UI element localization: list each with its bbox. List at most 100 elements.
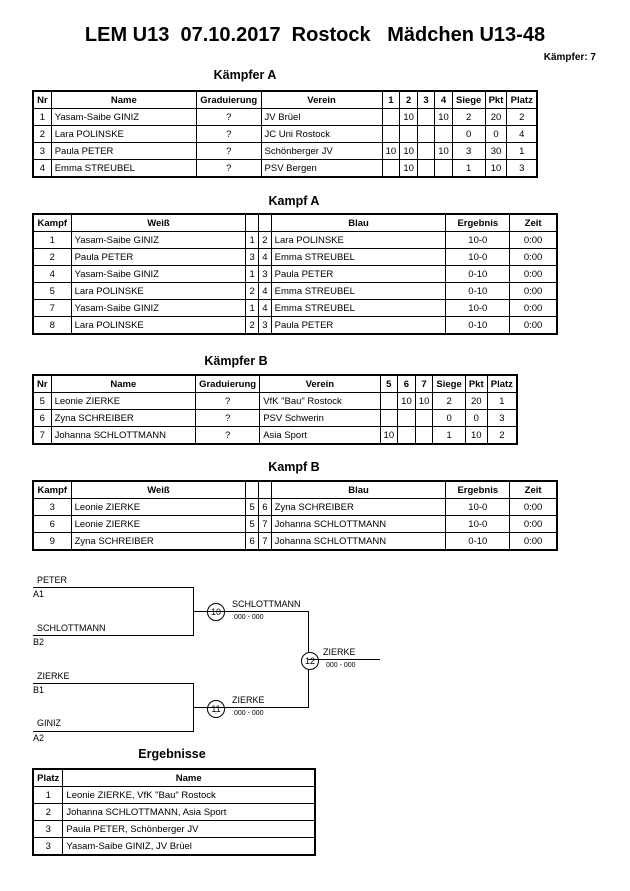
table-cell: 3: [32, 498, 72, 516]
column-header: Blau: [270, 480, 447, 499]
table-cell: 0:00: [509, 248, 558, 266]
column-header: Siege: [432, 374, 466, 393]
table-cell: Zyna SCHREIBER: [270, 498, 447, 516]
table-cell: [434, 159, 453, 178]
table-cell: [416, 142, 436, 160]
table-cell: Paula PETER: [50, 142, 197, 160]
table-cell: [414, 426, 434, 445]
table-cell: Lara POLINSKE: [70, 282, 247, 300]
bracket-m11-score: 000 - 000: [234, 710, 264, 717]
table-cell: ?: [194, 409, 261, 427]
table-cell: VfK "Bau" Rostock: [259, 392, 381, 410]
column-header: Graduierung: [194, 374, 261, 393]
table-cell: [397, 409, 416, 427]
table-cell: 4: [32, 159, 52, 178]
table-cell: 3: [245, 248, 260, 266]
table-cell: 2: [506, 108, 538, 126]
column-header: Kampf: [32, 480, 72, 499]
column-header: Zeit: [509, 480, 558, 499]
table-cell: [416, 125, 436, 143]
table-cell: 0: [484, 125, 508, 143]
column-header: Pkt: [464, 374, 488, 393]
bracket-a1-name: PETER: [37, 575, 68, 585]
table-cell: 7: [258, 532, 272, 551]
table-cell: 1: [245, 231, 260, 249]
table-cell: Yasam-Saibe GINIZ: [50, 108, 197, 126]
table-cell: 30: [484, 142, 508, 160]
table-cell: [399, 125, 418, 143]
results-heading: Ergebnisse: [138, 747, 206, 761]
bracket-a2-name: GINIZ: [37, 718, 61, 728]
table-cell: 0-10: [445, 316, 511, 335]
bracket-b2-name: SCHLOTTMANN: [37, 623, 106, 633]
table-cell: 3: [451, 142, 486, 160]
table-cell: 3: [486, 409, 518, 427]
bracket-m10-winner: SCHLOTTMANN: [232, 599, 301, 609]
table-cell: Paula PETER: [270, 265, 447, 283]
table-cell: 10-0: [445, 515, 511, 533]
table-cell: Yasam-Saibe GINIZ, JV Brüel: [62, 837, 316, 856]
bracket-a2-label: A2: [33, 733, 45, 743]
column-header: [258, 213, 272, 232]
table-cell: ?: [194, 426, 261, 445]
table-cell: [397, 426, 416, 445]
table-cell: 2: [258, 231, 272, 249]
table-cell: 6: [32, 409, 52, 427]
table-cell: JC Uni Rostock: [260, 125, 383, 143]
table-cell: Leonie ZIERKE: [70, 515, 247, 533]
table-cell: Asia Sport: [259, 426, 381, 445]
table-cell: 3: [258, 316, 272, 335]
column-header: Name: [50, 90, 197, 109]
table-cell: 20: [464, 392, 488, 410]
table-cell: Emma STREUBEL: [270, 282, 447, 300]
table-cell: 0: [451, 125, 486, 143]
table-cell: 3: [32, 142, 52, 160]
column-header: Name: [62, 768, 316, 787]
fighters-count: Kämpfer: 7: [543, 52, 596, 63]
table-cell: 2: [245, 282, 260, 300]
bracket-m12-winner: ZIERKE: [323, 647, 356, 657]
column-header: Platz: [32, 768, 64, 787]
table-cell: ?: [194, 392, 261, 410]
table-cell: Emma STREUBEL: [270, 248, 447, 266]
column-header: Platz: [506, 90, 538, 109]
bracket-b2-label: B2: [33, 637, 45, 647]
bracket-m12-score: 000 - 000: [326, 662, 356, 669]
column-header: 5: [379, 374, 399, 393]
table-cell: Leonie ZIERKE, VfK "Bau" Rostock: [62, 786, 316, 804]
table-cell: Leonie ZIERKE: [70, 498, 247, 516]
table-cell: 0:00: [509, 515, 558, 533]
column-header: Siege: [451, 90, 486, 109]
fights-a-heading: Kampf A: [268, 194, 320, 208]
fights-b-heading: Kampf B: [268, 460, 320, 474]
table-cell: 10: [399, 159, 418, 178]
table-cell: [379, 392, 399, 410]
table-cell: [434, 125, 453, 143]
table-cell: 7: [258, 515, 272, 533]
table-cell: 10: [399, 142, 418, 160]
pool-b-heading: Kämpfer B: [204, 354, 268, 368]
table-cell: 2: [32, 248, 72, 266]
table-cell: ?: [195, 159, 262, 178]
table-cell: 10: [434, 108, 453, 126]
column-header: 3: [416, 90, 436, 109]
table-cell: 10: [397, 392, 416, 410]
table-cell: 10-0: [445, 299, 511, 317]
table-cell: 1: [451, 159, 486, 178]
table-cell: Johanna SCHLOTTMANN: [270, 515, 447, 533]
table-cell: 4: [258, 248, 272, 266]
table-cell: Emma STREUBEL: [270, 299, 447, 317]
column-header: [245, 480, 260, 499]
table-cell: 5: [245, 498, 260, 516]
table-cell: Zyna SCHREIBER: [50, 409, 197, 427]
